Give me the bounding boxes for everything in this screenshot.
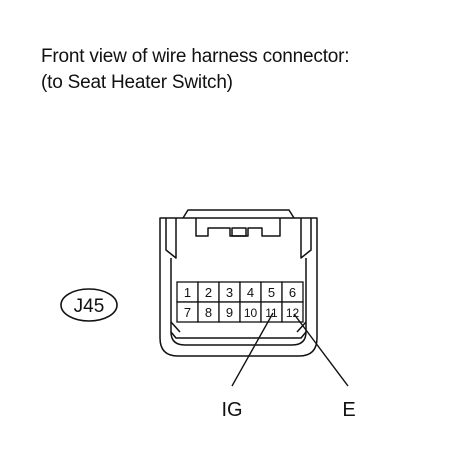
caption-line-2: (to Seat Heater Switch) [41,72,233,93]
callout-line-ig [231,312,274,387]
housing-bottom-lip [170,331,307,339]
housing-right-rail [300,218,312,259]
pin-label-6: 6 [289,285,296,300]
housing-left-slant [170,321,181,333]
pin-label-3: 3 [226,285,233,300]
housing-latch [182,209,295,219]
housing-right-slant [296,321,307,333]
callout-line-e [293,313,349,387]
housing-inner [170,258,307,346]
pin-label-5: 5 [268,285,275,300]
pin-label-9: 9 [226,305,233,320]
pin-cell-12 [281,301,304,323]
diagram-caption: Front view of wire harness connector: (t… [41,44,350,96]
pin-label-11: 11 [265,306,278,320]
pin-label-4: 4 [247,285,254,300]
housing-outer [159,217,318,357]
connector-housing [159,209,318,357]
connector-code-label: J45 [74,296,105,317]
latch-tab [231,227,247,237]
pin-label-1: 1 [184,285,191,300]
callout-label-e: E [342,399,355,421]
pin-label-10: 10 [244,306,258,320]
pin-label-2: 2 [205,285,212,300]
housing-latch-notches [195,218,281,237]
connector-code-badge: J45 [60,288,118,322]
pin-label-7: 7 [184,305,191,320]
pin-label-8: 8 [205,305,212,320]
connector-code-oval [60,288,118,322]
housing-left-rail [165,218,177,259]
caption-line-1: Front view of wire harness connector: [41,46,350,67]
callout-label-ig: IG [221,399,242,421]
